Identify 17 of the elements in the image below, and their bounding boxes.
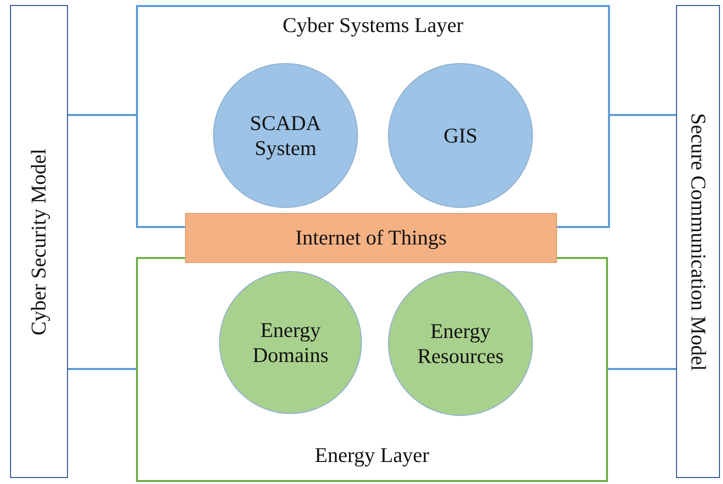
node-label: Secure Communication Model [686, 112, 711, 370]
layer-title: Cyber Systems Layer [282, 13, 464, 38]
node-label: Internet of Things [294, 225, 448, 251]
layer-box [136, 257, 608, 482]
band-box [185, 213, 557, 263]
model-box [10, 5, 68, 478]
node-label: GIS [442, 122, 478, 148]
node-label: Cyber Security Model [26, 148, 52, 335]
connector-line [608, 368, 676, 370]
connector-line [68, 114, 136, 116]
connector-line [610, 114, 676, 116]
node-label: SCADA System [248, 110, 322, 161]
model-box [676, 5, 720, 478]
node-label: Energy Resources [416, 318, 505, 369]
layer-title: Energy Layer [314, 442, 430, 468]
connector-line [68, 368, 136, 370]
node-label: Energy Domains [252, 317, 330, 368]
